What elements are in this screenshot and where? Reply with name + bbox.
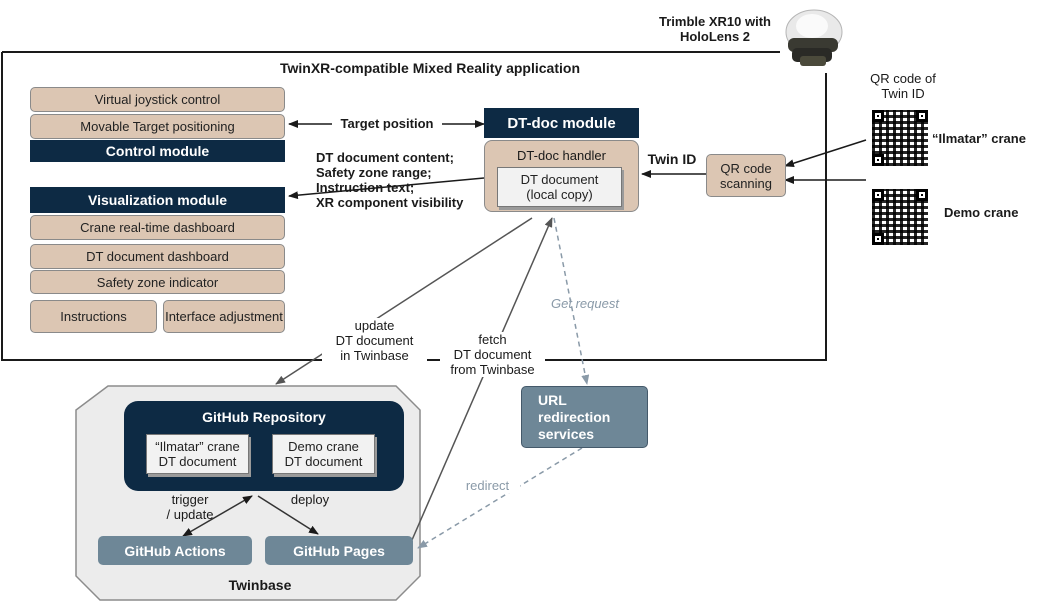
ilmatar-dt-document: “Ilmatar” crane DT document (146, 434, 249, 474)
update-flow-label: update DT document in Twinbase (322, 318, 427, 363)
dt-document-local-copy: DT document (local copy) (497, 167, 622, 207)
qr-label-demo: Demo crane (944, 205, 1019, 220)
control-module-title: Control module (30, 140, 285, 162)
qr-code-ilmatar-icon (872, 110, 928, 166)
app-title: TwinXR-compatible Mixed Reality applicat… (279, 60, 580, 76)
demo-crane-dt-document: Demo crane DT document (272, 434, 375, 474)
dt-document-dashboard-item: DT document dashboard (30, 244, 285, 269)
qr-title: QR code of Twin ID (870, 71, 936, 101)
twin-id-label: Twin ID (647, 151, 697, 167)
movable-target-item: Movable Target positioning (30, 114, 285, 139)
instructions-item: Instructions (30, 300, 157, 333)
visualization-module-title: Visualization module (30, 187, 285, 213)
trigger-update-label: trigger / update (166, 492, 214, 522)
github-repository-title: GitHub Repository (202, 409, 326, 425)
github-actions-box: GitHub Actions (98, 536, 252, 565)
target-position-label: Target position (332, 116, 442, 131)
crane-dashboard-item: Crane real-time dashboard (30, 215, 285, 240)
headset-label: Trimble XR10 with HoloLens 2 (659, 14, 771, 44)
url-redirection-box: URL redirection services (521, 386, 648, 448)
virtual-joystick-item: Virtual joystick control (30, 87, 285, 112)
fetch-flow-label: fetch DT document from Twinbase (440, 332, 545, 377)
get-request-label: Get request (551, 296, 619, 311)
redirect-label: redirect (455, 478, 520, 493)
deploy-label: deploy (290, 492, 330, 507)
github-pages-box: GitHub Pages (265, 536, 413, 565)
headset-icon (785, 9, 843, 66)
qr-scanning-box: QR code scanning (706, 154, 786, 197)
qr-code-demo-icon (872, 189, 928, 245)
twinbase-title: Twinbase (228, 577, 292, 593)
interface-adjustment-item: Interface adjustment (163, 300, 285, 333)
dtdoc-module-title: DT-doc module (484, 108, 639, 138)
safety-zone-indicator-item: Safety zone indicator (30, 270, 285, 294)
dt-content-labels: DT document content; Safety zone range; … (316, 150, 464, 210)
dtdoc-handler-label: DT-doc handler (517, 148, 606, 163)
qr-label-ilmatar: “Ilmatar” crane (932, 131, 1026, 146)
